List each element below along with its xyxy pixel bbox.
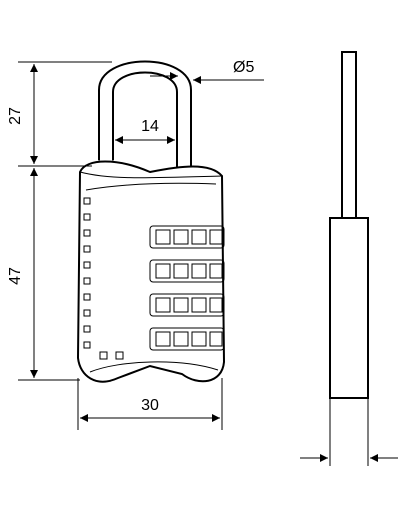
- shackle-height-label: 27: [7, 107, 24, 125]
- front-view: 27 47 14 Ø5 30: [7, 59, 264, 430]
- lock-body: [76, 160, 226, 383]
- body-rivet-column: [83, 197, 124, 360]
- dimension-body-height: 47: [7, 168, 80, 381]
- body-width-label: 30: [141, 397, 159, 414]
- wheel-row-2: [149, 259, 225, 283]
- side-shackle: [341, 51, 357, 219]
- wheel-row-4: [149, 327, 225, 351]
- dimension-shackle-diameter: Ø5: [150, 59, 264, 84]
- shackle-diameter-label: Ø5: [233, 59, 254, 76]
- dimension-shackle-height: 27: [7, 61, 112, 167]
- dimension-shackle-gap: 14: [115, 118, 175, 144]
- shackle-gap-label: 14: [141, 118, 159, 135]
- side-view: [300, 51, 398, 466]
- wheel-row-1: [149, 225, 225, 249]
- dimension-side-thickness: [300, 398, 398, 466]
- body-height-label: 47: [7, 267, 24, 285]
- wheel-row-3: [149, 293, 225, 317]
- side-body: [329, 217, 369, 399]
- dimension-body-width: 30: [77, 378, 223, 430]
- combination-wheels: [149, 225, 225, 351]
